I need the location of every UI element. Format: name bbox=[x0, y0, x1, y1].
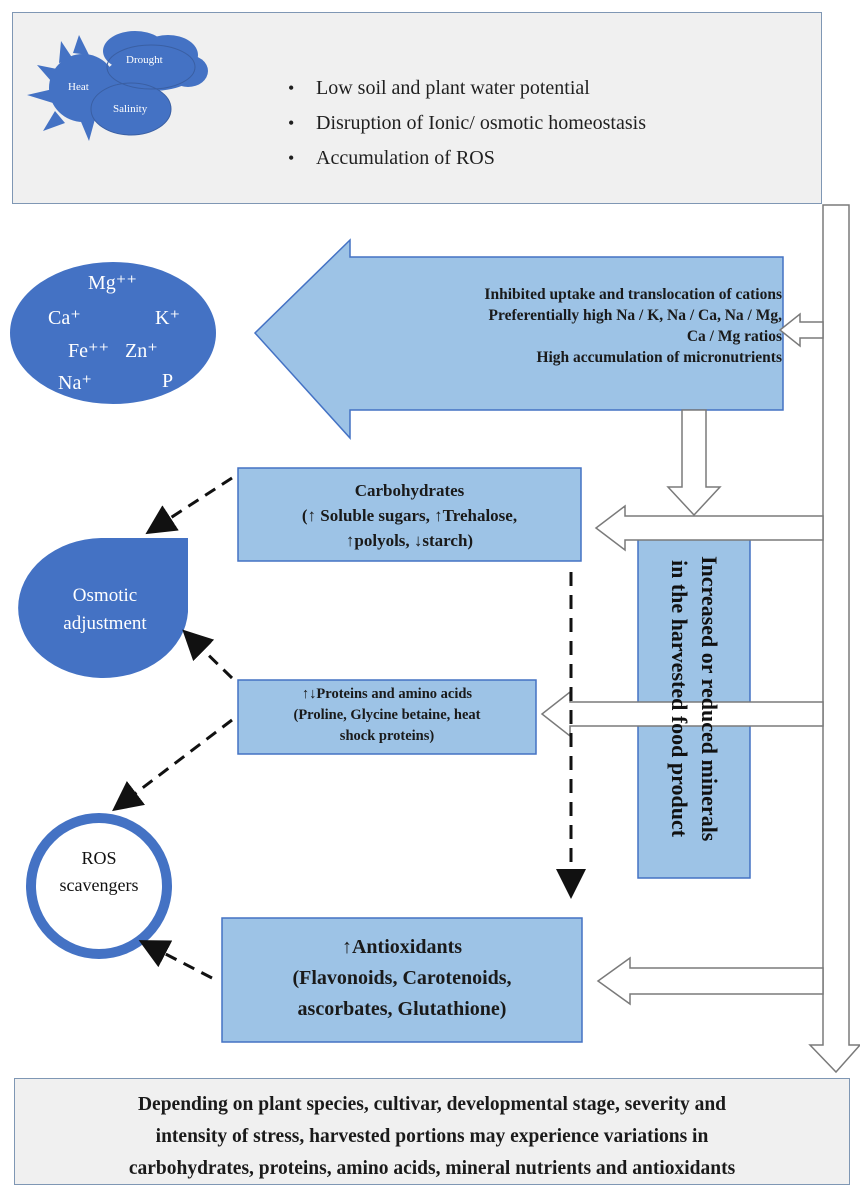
minerals-line: Increased or reduced minerals bbox=[697, 556, 722, 842]
antioxidants-line: ascorbates, Glutathione) bbox=[297, 998, 507, 1020]
ion-k: K⁺ bbox=[155, 307, 180, 329]
cation-arrow-shape bbox=[253, 238, 784, 440]
dashed-arrow bbox=[112, 718, 233, 812]
carbohydrates-box bbox=[237, 467, 582, 562]
conclusion-line: Depending on plant species, cultivar, de… bbox=[137, 1094, 727, 1115]
sun-ray bbox=[27, 89, 53, 103]
ros-ring bbox=[26, 813, 172, 959]
ion-ca: Ca⁺ bbox=[48, 307, 81, 329]
proteins-box bbox=[237, 679, 537, 755]
proteins-line: shock proteins) bbox=[339, 728, 435, 744]
stress-effects-list: Low soil and plant water potential Disru… bbox=[288, 71, 646, 176]
carbohydrates-line: ↑polyols, ↓starch) bbox=[345, 531, 474, 550]
cation-line: Preferentially high Na / K, Na / Ca, Na … bbox=[488, 307, 782, 324]
minerals-box bbox=[637, 519, 751, 879]
arrow-to-carbohydrates bbox=[594, 504, 824, 552]
ion-na: Na⁺ bbox=[58, 372, 92, 394]
sun-ray bbox=[79, 117, 95, 141]
salinity-label: Salinity bbox=[113, 103, 148, 115]
antioxidants-line: ↑Antioxidants bbox=[341, 936, 463, 958]
minerals-vertical: Increased or reduced minerals in the har… bbox=[664, 556, 724, 841]
cation-arrow-text: Inhibited uptake and translocation of ca… bbox=[340, 284, 782, 368]
antioxidants-line: (Flavonoids, Carotenoids, bbox=[292, 967, 512, 989]
ion-fe: Fe⁺⁺ bbox=[68, 340, 110, 362]
osmotic-line: Osmotic bbox=[72, 585, 138, 606]
sun-ray bbox=[73, 35, 89, 55]
sun-ray bbox=[43, 111, 65, 131]
carbohydrates-title: Carbohydrates bbox=[354, 481, 465, 500]
conclusion-box: Depending on plant species, cultivar, de… bbox=[14, 1078, 850, 1185]
conclusion-line: carbohydrates, proteins, amino acids, mi… bbox=[128, 1158, 736, 1179]
stress-icon bbox=[27, 31, 208, 141]
cation-line: Inhibited uptake and translocation of ca… bbox=[484, 286, 782, 303]
conclusion-line: intensity of stress, harvested portions … bbox=[155, 1126, 709, 1147]
antioxidants-text: ↑Antioxidants (Flavonoids, Carotenoids, … bbox=[222, 932, 582, 1025]
ion-zn: Zn⁺ bbox=[125, 340, 158, 362]
ros-line: scavengers bbox=[59, 875, 139, 895]
heat-label: Heat bbox=[68, 81, 89, 93]
minerals-line: in the harvested food product bbox=[667, 560, 692, 838]
osmotic-shape bbox=[18, 538, 188, 678]
proteins-line: ↑↓Proteins and amino acids bbox=[301, 686, 473, 702]
effect-item: Accumulation of ROS bbox=[288, 141, 646, 176]
main-vertical-arrow bbox=[808, 204, 860, 1074]
ros-line: ROS bbox=[81, 848, 117, 868]
cation-line: High accumulation of micronutrients bbox=[536, 349, 782, 366]
ros-label: ROS scavengers bbox=[39, 845, 159, 899]
ion-mg: Mg⁺⁺ bbox=[88, 272, 137, 294]
proteins-text: ↑↓Proteins and amino acids (Proline, Gly… bbox=[238, 684, 536, 747]
dashed-arrow bbox=[182, 629, 234, 680]
ion-p: P bbox=[162, 370, 174, 392]
carbohydrates-text: Carbohydrates (↑ Soluble sugars, ↑Trehal… bbox=[238, 478, 581, 553]
cloud bbox=[91, 83, 171, 135]
cloud bbox=[107, 55, 195, 91]
effect-item: Low soil and plant water potential bbox=[288, 71, 646, 106]
stress-effects-panel: Heat Drought Salinity Low soil and plant… bbox=[12, 12, 822, 204]
arrow-to-antioxidants bbox=[596, 956, 824, 1006]
cation-input-arrow bbox=[778, 312, 824, 348]
dashed-arrow bbox=[138, 940, 213, 980]
ion-ellipse bbox=[10, 262, 216, 404]
effect-item: Disruption of Ionic/ osmotic homeostasis bbox=[288, 106, 646, 141]
dashed-arrow bbox=[145, 476, 233, 535]
drought-label: Drought bbox=[126, 54, 163, 66]
proteins-line: (Proline, Glycine betaine, heat bbox=[293, 707, 481, 723]
osmotic-label: Osmotic adjustment bbox=[30, 582, 180, 638]
cation-line: Ca / Mg ratios bbox=[686, 328, 782, 345]
antioxidants-box bbox=[221, 917, 583, 1043]
osmotic-line: adjustment bbox=[63, 613, 147, 634]
minerals-text: Increased or reduced minerals in the har… bbox=[638, 520, 750, 878]
down-arrow bbox=[666, 409, 722, 517]
carbohydrates-line: (↑ Soluble sugars, ↑Trehalose, bbox=[301, 506, 518, 525]
